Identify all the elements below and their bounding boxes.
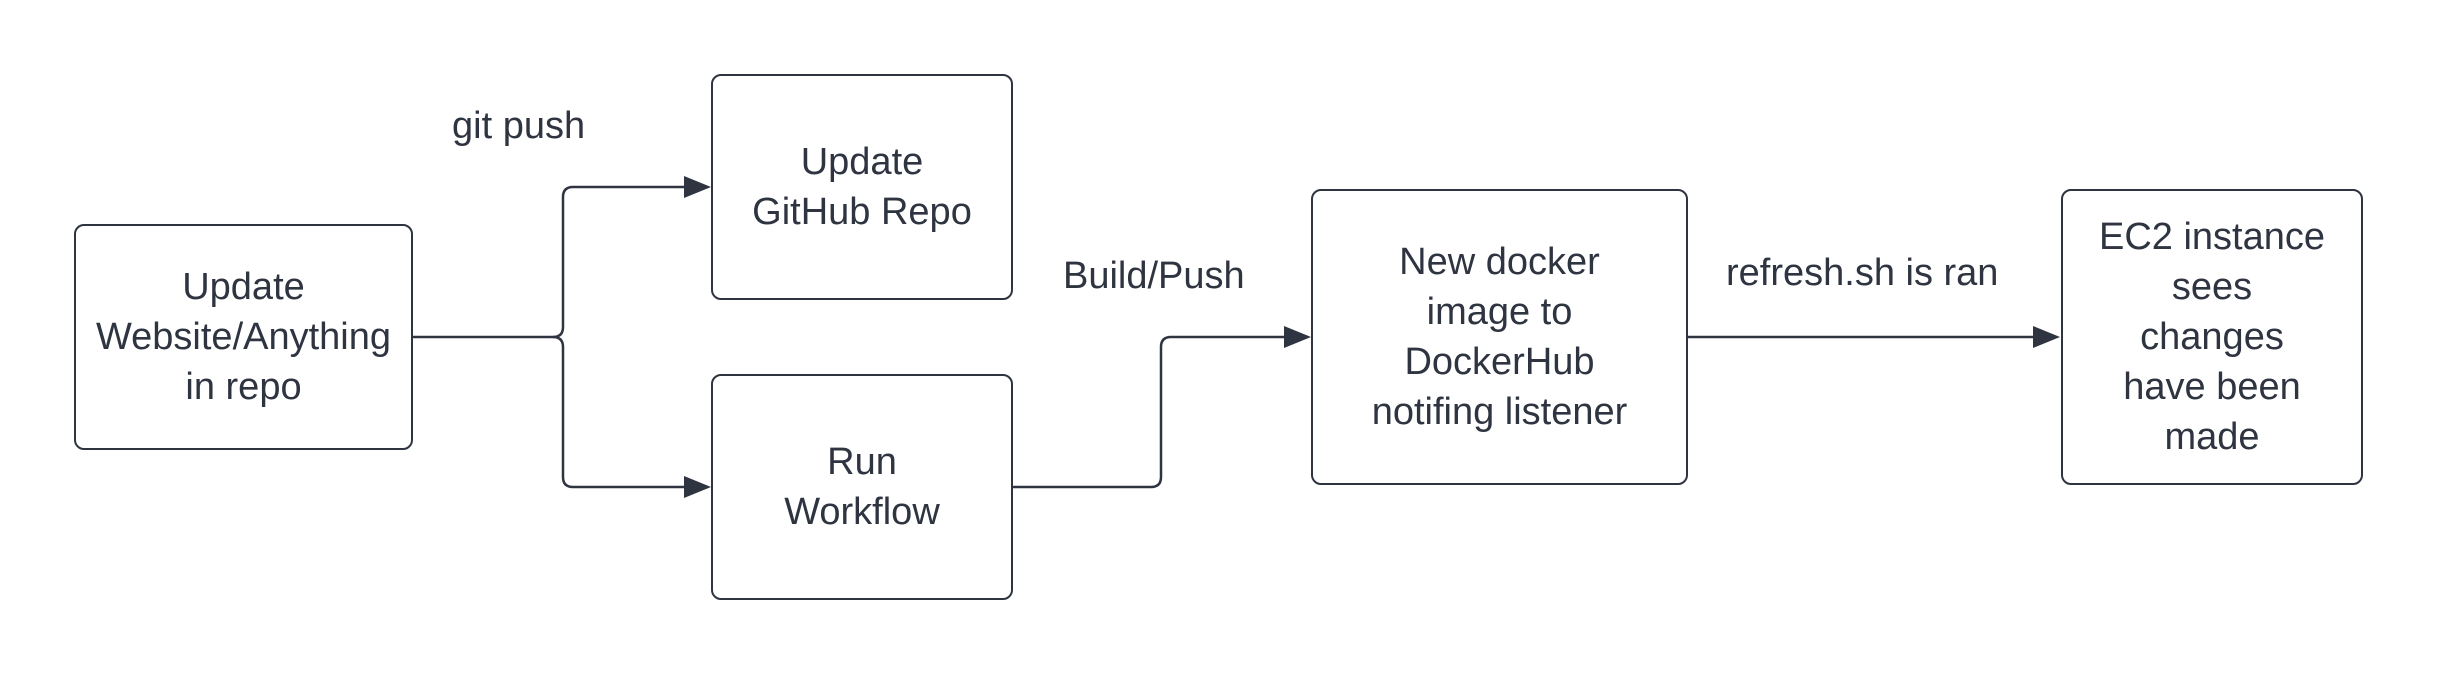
edge-label-git-push: git push — [452, 105, 586, 147]
arrowhead-ec2 — [2033, 326, 2060, 348]
connector-website-to-github — [413, 185, 708, 339]
connector-workflow-to-docker — [1012, 335, 1308, 489]
node-ec2-instance: EC2 instance sees changes have been made — [2061, 189, 2363, 485]
node-new-docker-image-label: New docker image to DockerHub notifing l… — [1371, 241, 1628, 433]
node-ec2-instance-label: EC2 instance sees changes have been made — [2098, 216, 2325, 458]
node-update-website-label: Update Website/Anything in repo — [95, 266, 392, 408]
edge-label-refresh: refresh.sh is ran — [1726, 252, 1999, 294]
node-new-docker-image: New docker image to DockerHub notifing l… — [1311, 189, 1688, 485]
edge-label-build-push: Build/Push — [1063, 255, 1245, 297]
arrowhead-workflow — [684, 476, 711, 498]
node-update-github-repo-label: Update GitHub Repo — [752, 141, 972, 233]
node-run-workflow: Run Workflow — [711, 374, 1013, 600]
node-update-website: Update Website/Anything in repo — [74, 224, 413, 450]
node-run-workflow-label: Run Workflow — [784, 441, 940, 533]
arrowhead-github — [684, 176, 711, 198]
node-update-github-repo: Update GitHub Repo — [711, 74, 1013, 300]
arrowhead-docker — [1284, 326, 1311, 348]
connector-website-to-workflow — [552, 335, 708, 489]
